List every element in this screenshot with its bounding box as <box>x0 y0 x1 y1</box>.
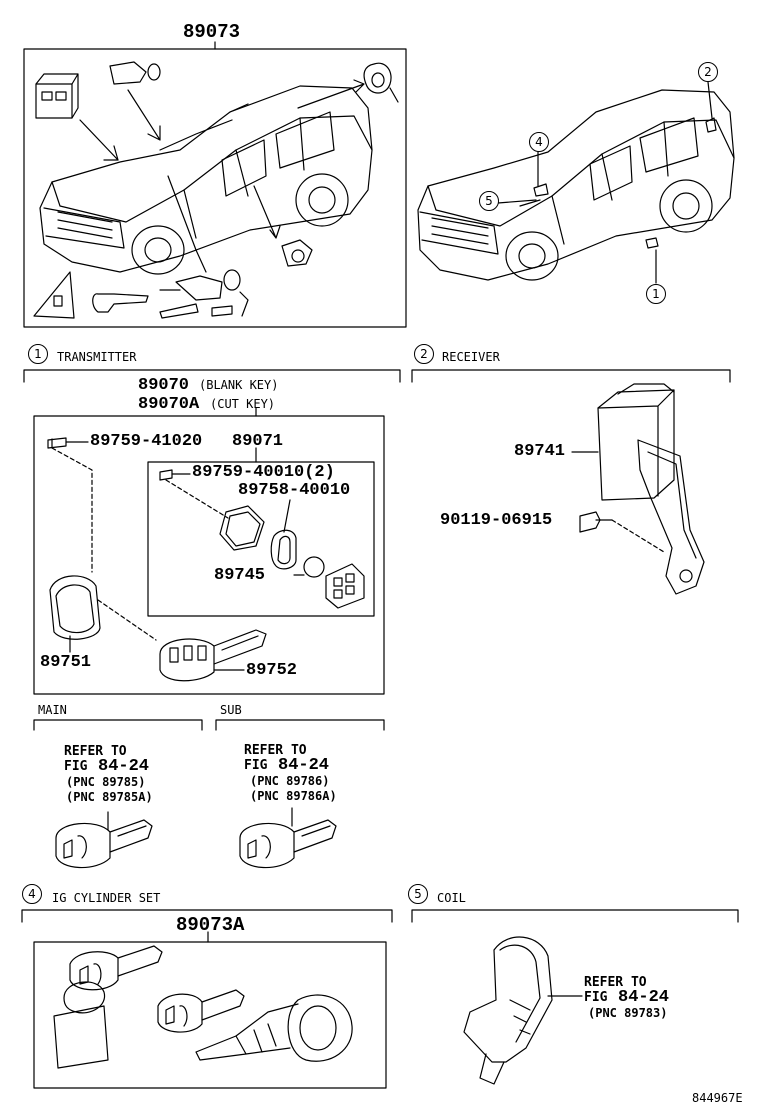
receiver-unit-part-number: 89741 <box>514 442 566 461</box>
main-refer-line4: (PNC 89785A) <box>66 790 153 804</box>
main-sub-keys-drawing <box>56 808 336 868</box>
transmitter-screw-part-number: 89759-41020 <box>90 432 203 451</box>
transmitter-drawing <box>34 408 384 694</box>
sub-refer-line2a: FIG <box>244 758 276 773</box>
inner-button-part-number: 89745 <box>214 566 266 585</box>
transmitter-blank-note: (BLANK KEY) <box>199 378 279 392</box>
section-brackets <box>22 370 738 922</box>
main-refer-line2a: FIG <box>64 759 96 774</box>
vehicle-right-drawing <box>418 82 734 283</box>
receiver-bolt-part-number: 90119-06915 <box>440 511 553 530</box>
ig-cylinder-title: IG CYLINDER SET <box>52 891 161 905</box>
callout-2: 2 <box>698 62 718 82</box>
transmitter-inner-part-number: 89071 <box>232 432 284 451</box>
top-assembly-frame <box>24 42 406 327</box>
coil-refer-line2a: FIG <box>584 990 616 1005</box>
sub-refer-line4: (PNC 89786A) <box>250 789 337 803</box>
transmitter-index: 1 <box>28 344 48 364</box>
vehicle-left-drawing <box>34 62 398 318</box>
ig-cylinder-drawing <box>34 932 386 1088</box>
main-refer-line2b: 84-24 <box>98 757 150 776</box>
coil-drawing <box>464 937 582 1084</box>
receiver-title: RECEIVER <box>442 350 500 364</box>
coil-refer-line1: REFER TO <box>584 975 647 990</box>
callout-1: 1 <box>646 284 666 304</box>
inner-screw-part-number: 89759-40010(2) <box>192 463 335 482</box>
coil-refer-line3: (PNC 89783) <box>588 1006 668 1020</box>
top-assembly-part-number: 89073 <box>183 21 241 43</box>
coil-refer-line2b: 84-24 <box>618 988 670 1007</box>
transmitter-cut-part-number: 89070A <box>138 395 200 414</box>
transmitter-blank-part-number: 89070 <box>138 376 190 395</box>
illustration-code: 844967E <box>692 1091 743 1105</box>
callout-5: 5 <box>479 191 499 211</box>
sub-refer-line3: (PNC 89786) <box>250 774 330 788</box>
transmitter-cut-note: (CUT KEY) <box>210 397 276 411</box>
ig-cylinder-index: 4 <box>22 884 42 904</box>
transmitter-title: TRANSMITTER <box>57 350 137 364</box>
callout-4: 4 <box>529 132 549 152</box>
ig-cylinder-part-number: 89073A <box>176 914 245 936</box>
transmitter-key-part-number: 89752 <box>246 661 298 680</box>
transmitter-case-part-number: 89751 <box>40 653 92 672</box>
inner-seal-part-number: 89758-40010 <box>238 481 351 500</box>
main-refer-line1: REFER TO <box>64 744 127 759</box>
main-title: MAIN <box>38 703 67 717</box>
main-refer-line3: (PNC 89785) <box>66 775 146 789</box>
receiver-index: 2 <box>414 344 434 364</box>
sub-refer-line1: REFER TO <box>244 743 307 758</box>
receiver-drawing <box>572 384 704 594</box>
sub-refer-line2b: 84-24 <box>278 756 330 775</box>
coil-index: 5 <box>408 884 428 904</box>
sub-title: SUB <box>220 703 242 717</box>
coil-title: COIL <box>437 891 466 905</box>
